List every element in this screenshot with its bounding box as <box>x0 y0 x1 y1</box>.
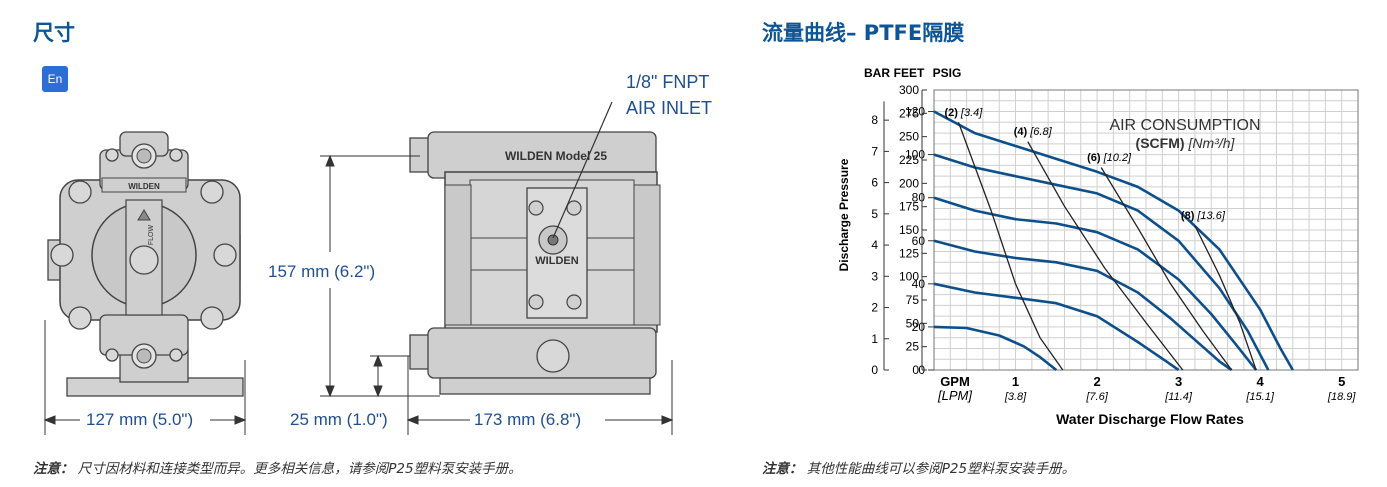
x-unit-gpm: GPM <box>940 374 970 389</box>
air-consumption-line <box>957 122 1064 371</box>
x-axis-title: Water Discharge Flow Rates <box>1056 411 1244 427</box>
bar-tick-label: 2 <box>871 301 878 315</box>
legend-unit-bold: (SCFM) <box>1136 135 1185 151</box>
bar-tick-label: 4 <box>871 238 878 252</box>
air-inlet-label-line1: 1/8" FNPT <box>626 72 710 92</box>
x-tick-label-lpm: [3.8] <box>1004 391 1027 403</box>
model-label: WILDEN Model 25 <box>505 149 607 163</box>
bar-tick-label: 3 <box>871 269 878 283</box>
feet-tick-label: 300 <box>899 83 919 97</box>
air-consumption-label: (2)[3.4] <box>944 107 983 119</box>
x-tick-label-gpm: 5 <box>1338 374 1345 389</box>
x-tick-label-gpm: 3 <box>1175 374 1182 389</box>
feet-tick-label: 100 <box>899 270 919 284</box>
feet-tick-label: 150 <box>899 223 919 237</box>
pump-front-view: WILDEN FLOW <box>47 131 244 397</box>
air-consumption-line <box>1100 167 1233 371</box>
chart-axes: 0204060801001200255075100125150175200225… <box>871 83 1356 403</box>
performance-curve <box>933 325 1058 372</box>
feet-tick-label: 275 <box>899 106 919 120</box>
note-text: 尺寸因材料和连接类型而异。更多相关信息，请参阅P25塑料泵安装手册。 <box>77 461 522 477</box>
performance-curve <box>933 282 1180 372</box>
x-tick-label-gpm: 1 <box>1012 374 1019 389</box>
feet-tick-label: 250 <box>899 130 919 144</box>
bar-tick-label: 7 <box>871 144 878 158</box>
plot-frame <box>933 89 1359 371</box>
flow-curve-title: 流量曲线– PTFE隔膜 <box>762 21 965 45</box>
pump-side-view: WILDEN Model 25 WILDEN <box>409 101 661 395</box>
performance-curve <box>933 110 1294 371</box>
legend-unit-italic: [Nm³/h] <box>1188 135 1236 151</box>
x-unit-lpm: [LPM] <box>937 388 972 403</box>
air-consumption-label: (6)[10.2] <box>1087 152 1132 164</box>
flow-curve-chart: (2)[3.4](4)[6.8](6)[10.2](8)[13.6] 02040… <box>837 66 1359 427</box>
bar-tick-label: 0 <box>871 363 878 377</box>
dimensions-title: 尺寸 <box>33 21 75 45</box>
flow-label: FLOW <box>148 225 155 246</box>
feet-tick-label: 175 <box>899 200 919 214</box>
feet-tick-label: 225 <box>899 153 919 167</box>
flow-note-label: 注意： <box>762 461 803 477</box>
front-width-dimension: 127 mm (5.0") <box>86 410 194 429</box>
base-height-dimension: 25 mm (1.0") <box>290 410 388 429</box>
axis-header-psig: PSIG <box>933 66 962 80</box>
flow-curve-note: 注意： 其他性能曲线可以参阅P25塑料泵安装手册。 <box>762 457 1075 477</box>
air-consumption-lines: (2)[3.4] (4)[6.8] (6)[10.2] (8)[13.6] <box>944 107 1257 371</box>
feet-tick-label: 25 <box>906 340 920 354</box>
bar-tick-label: 6 <box>871 176 878 190</box>
bar-tick-label: 5 <box>871 207 878 221</box>
y-axis-title: Discharge Pressure <box>837 158 851 271</box>
dimension-lines <box>43 154 674 435</box>
side-width-dimension: 173 mm (6.8") <box>474 410 582 429</box>
x-tick-label-lpm: [11.4] <box>1164 391 1193 403</box>
note-label: 注意： <box>33 461 74 477</box>
pump-drawings: WILDEN FLOW WILDEN Model 25 WILDEN <box>43 101 674 435</box>
translate-icon[interactable]: En文 <box>42 66 68 112</box>
x-tick-label-lpm: [18.9] <box>1327 391 1356 403</box>
legend-unit: (SCFM)[Nm³/h] <box>1136 135 1236 151</box>
performance-curves <box>933 110 1294 372</box>
x-tick-label-gpm: 2 <box>1093 374 1100 389</box>
feet-tick-label: 50 <box>906 316 920 330</box>
feet-tick-label: 0 <box>912 363 919 377</box>
psig-tick-label: 100 <box>905 148 925 162</box>
axis-header-bar: BAR <box>864 66 890 80</box>
x-tick-label-gpm: 4 <box>1257 374 1265 389</box>
air-consumption-line <box>1027 141 1184 371</box>
air-consumption-label: (8)[13.6] <box>1181 210 1226 222</box>
axis-header-feet: FEET <box>894 66 925 80</box>
front-brand-label: WILDEN <box>128 182 160 191</box>
bar-tick-label: 1 <box>871 332 878 346</box>
feet-tick-label: 125 <box>899 246 919 260</box>
air-inlet-label-line2: AIR INLET <box>626 98 713 118</box>
feet-tick-label: 200 <box>899 176 919 190</box>
dimensions-note: 注意： 尺寸因材料和连接类型而异。更多相关信息，请参阅P25塑料泵安装手册。 <box>33 457 522 477</box>
feet-tick-label: 75 <box>906 293 920 307</box>
x-tick-label-lpm: [15.1] <box>1245 391 1274 403</box>
legend-title: AIR CONSUMPTION <box>1109 117 1260 134</box>
flow-note-text: 其他性能曲线可以参阅P25塑料泵安装手册。 <box>806 461 1076 477</box>
bar-tick-label: 8 <box>871 113 878 127</box>
psig-tick-label: 120 <box>905 105 925 119</box>
air-consumption-label: (4)[6.8] <box>1014 126 1053 138</box>
x-tick-label-lpm: [7.6] <box>1085 391 1108 403</box>
performance-curve <box>933 196 1258 371</box>
height-dimension: 157 mm (6.2") <box>268 262 376 281</box>
performance-curve <box>933 239 1233 372</box>
air-consumption-line <box>1194 225 1257 371</box>
side-center-label: WILDEN <box>535 255 578 267</box>
